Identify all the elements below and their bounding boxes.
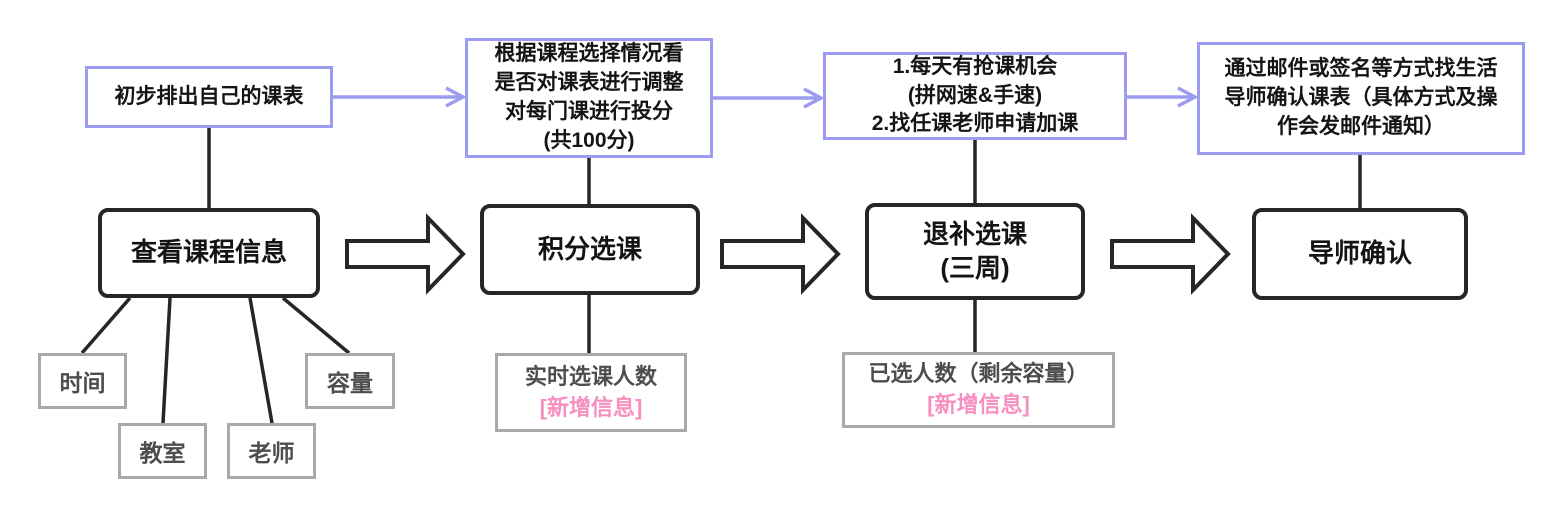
main-box-view-course-info: 查看课程信息 (98, 208, 320, 298)
new-info-tag: [新增信息] (927, 392, 1030, 417)
main-text: 积分选课 (537, 233, 642, 264)
info-box-selected-count: 已选人数（剩余容量） [新增信息] (842, 352, 1115, 428)
note-arrow-1 (333, 86, 467, 108)
flow-arrow-3 (1110, 213, 1231, 295)
note-arrow-2 (713, 87, 825, 109)
note-text: 1.每天有抢课机会 (拼网速&手速) 2.找任课老师申请加课 (871, 54, 1079, 136)
attribute-text: 教室 (139, 440, 186, 466)
new-info-tag: [新增信息] (539, 394, 643, 420)
attribute-text: 容量 (327, 370, 373, 396)
main-box-points-selection: 积分选课 (480, 204, 700, 295)
note-box-grab-course: 1.每天有抢课机会 (拼网速&手速) 2.找任课老师申请加课 (823, 52, 1127, 140)
main-box-add-drop-period: 退补选课 (三周) (865, 203, 1085, 300)
attribute-box-teacher: 老师 (227, 423, 316, 479)
flow-arrow-2 (720, 213, 841, 295)
main-text: 退补选课 (三周) (922, 218, 1027, 283)
note-text: 通过邮件或签名等方式找生活 导师确认课表（具体方式及操 作会发邮件通知） (1224, 57, 1498, 138)
note-text: 初步排出自己的课表 (114, 84, 304, 108)
info-text: 已选人数（剩余容量） (868, 361, 1089, 387)
note-arrow-3 (1127, 86, 1199, 108)
note-box-mentor-confirm-method: 通过邮件或签名等方式找生活 导师确认课表（具体方式及操 作会发邮件通知） (1197, 42, 1525, 155)
main-text: 查看课程信息 (130, 237, 287, 268)
connector-main1-room (161, 297, 172, 424)
main-text: 导师确认 (1307, 238, 1412, 269)
attribute-text: 老师 (248, 440, 295, 466)
connector-main1-time (80, 296, 132, 355)
info-text: 实时选课人数 (524, 363, 657, 389)
attribute-text: 时间 (59, 370, 106, 396)
note-box-adjust-and-bid: 根据课程选择情况看 是否对课表进行调整 对每门课进行投分 (共100分) (465, 38, 713, 158)
connector-main1-teacher (248, 297, 274, 424)
attribute-box-classroom: 教室 (118, 423, 207, 479)
connector-main1-capacity (281, 296, 351, 355)
info-box-realtime-enrollment: 实时选课人数 [新增信息] (495, 353, 687, 432)
flow-arrow-1 (345, 213, 466, 295)
main-box-mentor-confirm: 导师确认 (1252, 208, 1468, 300)
attribute-box-time: 时间 (38, 353, 127, 409)
attribute-box-capacity: 容量 (305, 353, 395, 409)
note-box-draft-schedule: 初步排出自己的课表 (85, 66, 333, 128)
note-text: 根据课程选择情况看 是否对课表进行调整 对每门课进行投分 (共100分) (494, 42, 684, 152)
